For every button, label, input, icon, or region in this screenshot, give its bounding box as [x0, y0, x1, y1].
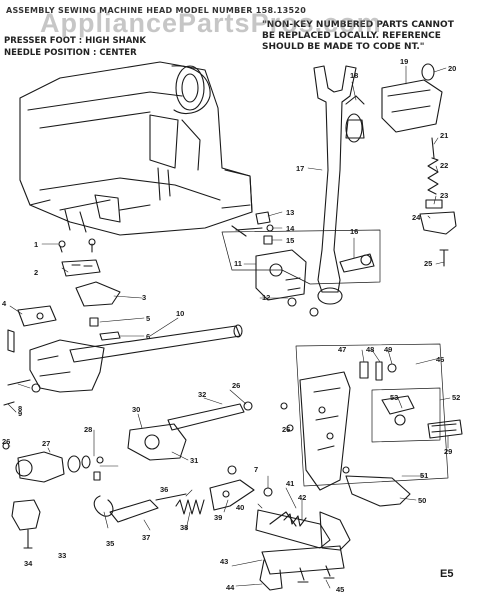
callout-43: 43: [220, 557, 228, 566]
callout-15: 15: [286, 236, 294, 245]
parts-note: "NON-KEY NUMBERED PARTS CANNOT BE REPLAC…: [262, 20, 454, 53]
note-line-3: SHOULD BE MADE TO CODE NT.": [262, 42, 425, 52]
callout-2: 2: [34, 268, 38, 277]
callout-34: 34: [24, 559, 33, 568]
tension-assembly: [381, 63, 457, 267]
callout-26a: 26: [232, 381, 240, 390]
callout-26b: 26: [2, 437, 10, 446]
needle-clamp-parts: [221, 211, 381, 317]
callout-14: 14: [286, 224, 295, 233]
feed-mechanism: [2, 401, 294, 549]
callout-18: 18: [350, 71, 358, 80]
callout-44: 44: [226, 583, 235, 592]
callout-52: 52: [452, 393, 460, 402]
needle-bar-arm: [313, 65, 365, 305]
callout-51: 51: [420, 471, 428, 480]
callout-49: 49: [384, 345, 392, 354]
callout-40: 40: [236, 503, 244, 512]
callout-26c: 26: [282, 425, 290, 434]
callout-28: 28: [84, 425, 92, 434]
callout-41: 41: [286, 479, 294, 488]
callout-31: 31: [190, 456, 198, 465]
callout-labels: 1 2 3 4 5 6 7 8 9 10 11 12 13 14 15 16 1…: [2, 57, 460, 594]
callout-5: 5: [146, 314, 150, 323]
callout-leader-lines: [7, 65, 451, 589]
callout-48: 48: [366, 345, 374, 354]
callout-42: 42: [298, 493, 306, 502]
callout-8: 8: [18, 404, 22, 413]
feed-rock-shaft: [255, 509, 351, 591]
callout-23: 23: [440, 191, 448, 200]
bobbin-winder-assembly: [295, 343, 463, 507]
callout-13: 13: [286, 208, 294, 217]
presser-bar: [3, 324, 243, 406]
callout-36: 36: [160, 485, 168, 494]
callout-3: 3: [142, 293, 146, 302]
callout-7: 7: [254, 465, 258, 474]
presser-foot-assembly: [17, 238, 121, 341]
callout-20: 20: [448, 64, 456, 73]
callout-1: 1: [34, 240, 38, 249]
callout-35: 35: [106, 539, 114, 548]
callout-50: 50: [418, 496, 426, 505]
callout-37: 37: [142, 533, 150, 542]
callout-39: 39: [214, 513, 222, 522]
callout-19: 19: [400, 57, 408, 66]
callout-10: 10: [176, 309, 184, 318]
model-title: ASSEMBLY SEWING MACHINE HEAD MODEL NUMBE…: [6, 6, 307, 15]
presser-foot-spec: PRESSER FOOT : HIGH SHANK: [4, 36, 146, 46]
callout-4: 4: [2, 299, 7, 308]
needle-position-spec: NEEDLE POSITION : CENTER: [4, 48, 137, 58]
callout-29: 29: [444, 447, 452, 456]
watermark-text: AppliancePartsPros.com: [40, 8, 382, 38]
callout-6: 6: [146, 332, 150, 341]
callout-47: 47: [338, 345, 346, 354]
callout-22: 22: [440, 161, 448, 170]
callout-25: 25: [424, 259, 432, 268]
callout-46: 46: [436, 355, 444, 364]
callout-16: 16: [350, 227, 358, 236]
callout-17: 17: [296, 164, 304, 173]
note-line-1: "NON-KEY NUMBERED PARTS CANNOT: [262, 20, 454, 30]
callout-21: 21: [440, 131, 448, 140]
callout-27: 27: [42, 439, 50, 448]
callout-38: 38: [180, 523, 188, 532]
page-code: E5: [440, 568, 454, 580]
callout-24: 24: [412, 213, 421, 222]
callout-9: 9: [18, 409, 22, 418]
callout-53: 53: [390, 393, 398, 402]
callout-12: 12: [262, 293, 270, 302]
machine-head-drawing: [19, 61, 253, 236]
callout-32: 32: [198, 390, 206, 399]
callout-33: 33: [58, 551, 66, 560]
callout-45: 45: [336, 585, 344, 594]
note-line-2: BE REPLACED LOCALLY. REFERENCE: [262, 31, 441, 41]
callout-30: 30: [132, 405, 140, 414]
callout-11: 11: [234, 259, 242, 268]
